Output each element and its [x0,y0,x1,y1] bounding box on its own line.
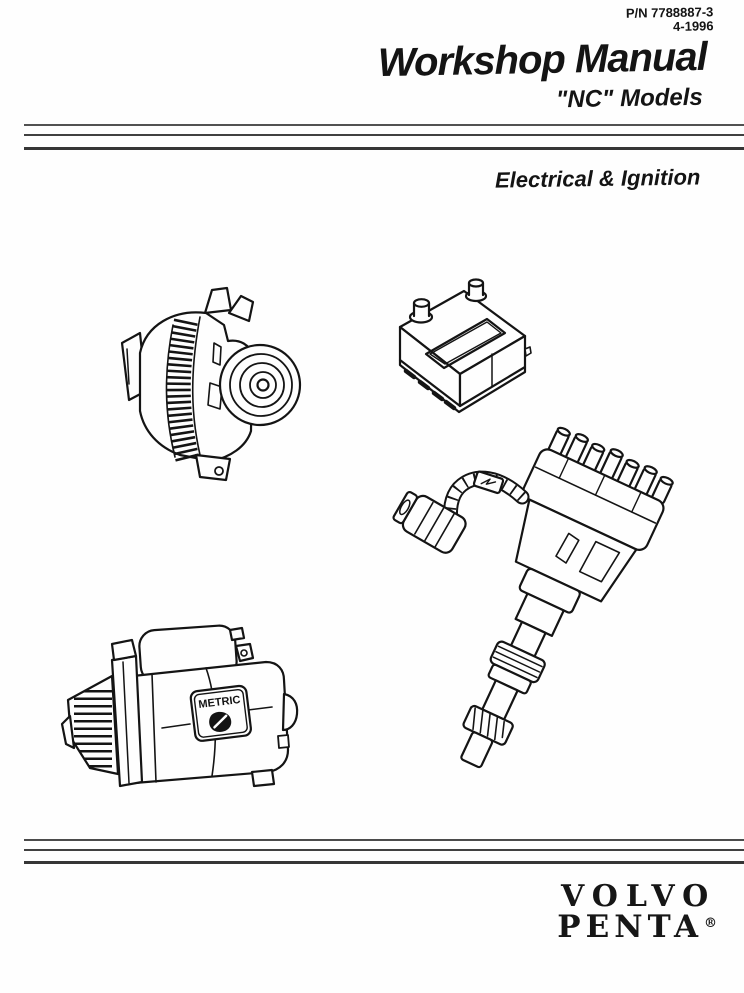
volvo-penta-logo: VOLVO PENTA® [557,882,717,943]
distributor-illustration [392,426,674,769]
bottom-rule-1 [24,839,744,841]
battery-lid-panel [424,317,507,370]
battery-drawing [398,278,532,414]
alternator-pulley [218,343,302,427]
metric-label: METRIC [189,684,252,742]
distributor-assembly [460,426,674,769]
page-title: Workshop Manual [377,34,708,86]
starter-end-boss [281,692,299,732]
distributor-shaft-tip [460,731,494,769]
section-heading: Electrical & Ignition [494,164,701,193]
distributor-cap-towers [547,426,674,505]
models-subtitle: "NC" Models [556,83,704,114]
registered-mark: ® [704,916,717,931]
header-part-info: P/N 7788887-3 4-1996 [625,4,714,35]
starter-drawing: METRIC [60,624,299,788]
starter-illustration: METRIC [60,624,299,788]
alternator-drawing [120,286,302,482]
bottom-rule-3 [24,861,744,864]
battery-illustration [398,278,532,414]
logo-penta-row: PENTA® [557,910,717,943]
alternator-top-ear [203,286,233,315]
alternator-stator-fins [166,318,200,465]
metric-label-text: METRIC [198,694,241,711]
alternator-foot [194,453,232,482]
distributor-harness [392,470,530,554]
alternator-illustration [120,286,302,482]
revision-date: 4-1996 [672,18,714,34]
logo-penta: PENTA [557,909,703,945]
top-rule-2 [24,134,744,136]
distributor-housing [514,498,638,603]
distributor-drawing [392,426,674,769]
top-rule-3 [24,147,744,150]
battery-terminal-right [464,278,488,303]
battery-terminal-left [408,298,434,324]
harness-connector [392,490,467,554]
logo-volvo: VOLVO [560,879,717,914]
top-rule-1 [24,124,744,126]
bottom-rule-2 [24,849,744,851]
